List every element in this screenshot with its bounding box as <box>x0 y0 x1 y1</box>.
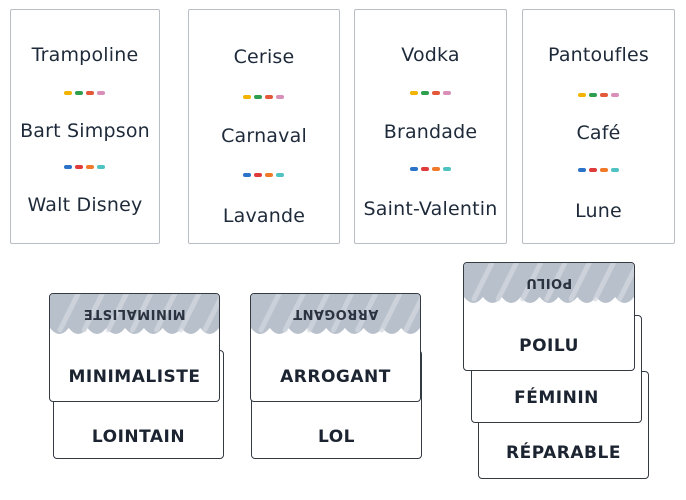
separator-dash <box>409 91 418 95</box>
tile-label: FÉMININ <box>514 388 599 408</box>
separator-dash <box>276 173 284 177</box>
tile-flipped-label: MINIMALISTE <box>83 306 186 321</box>
separator-dash <box>64 91 72 95</box>
tile-label: RÉPARABLE <box>506 443 621 463</box>
card-word: Saint-Valentin <box>363 198 498 220</box>
shade-streak <box>154 294 178 333</box>
tile-shade <box>50 294 219 344</box>
card-word: Brandade <box>383 121 478 143</box>
tile-label: LOL <box>317 427 355 447</box>
color-separator <box>189 94 339 100</box>
tile-label: ARROGANT <box>280 367 391 387</box>
shade-streak <box>379 294 403 333</box>
color-separator <box>523 167 674 173</box>
separator-dash <box>97 91 105 95</box>
separator-dash <box>75 91 83 95</box>
shade-streak <box>471 263 495 302</box>
separator-dash <box>442 167 451 171</box>
shade-streak <box>592 263 616 302</box>
tile-label: MINIMALISTE <box>68 367 201 387</box>
shade-band <box>464 263 634 303</box>
color-separator <box>11 90 159 96</box>
separator-dash <box>64 165 72 169</box>
shade-streak <box>105 294 129 333</box>
separator-dash <box>610 93 619 97</box>
shade-band <box>50 294 219 334</box>
separator-dash <box>243 95 251 99</box>
word-card-3: Vodka Brandade Saint-Valentin <box>354 9 507 244</box>
separator-dash <box>276 95 284 99</box>
shade-streak <box>258 294 282 333</box>
separator-dash <box>431 91 440 95</box>
separator-dash <box>243 173 251 177</box>
shade-streak <box>403 296 420 333</box>
shade-streak <box>568 263 592 302</box>
color-separator <box>355 166 506 172</box>
word-card-2: Cerise Carnaval Lavande <box>188 9 340 244</box>
separator-dash <box>577 168 586 172</box>
separator-dash <box>442 91 451 95</box>
separator-dash <box>599 168 608 172</box>
tile-front: ARROGANT ARROGANT <box>250 293 421 402</box>
shade-band <box>251 294 420 334</box>
separator-dash <box>577 93 586 97</box>
color-separator <box>189 172 339 178</box>
separator-dash <box>265 95 273 99</box>
shade-streak <box>202 296 219 333</box>
shade-streak <box>178 294 202 333</box>
separator-dash <box>599 93 608 97</box>
separator-dash <box>588 93 597 97</box>
shade-streak <box>617 264 634 302</box>
separator-dash <box>97 165 105 169</box>
card-word: Trampoline <box>31 44 139 66</box>
separator-dash <box>265 173 273 177</box>
card-word: Lavande <box>222 205 306 227</box>
separator-dash <box>610 168 619 172</box>
separator-dash <box>588 168 597 172</box>
card-word: Pantoufles <box>548 44 649 66</box>
separator-dash <box>431 167 440 171</box>
tile-flipped-label: ARROGANT <box>292 306 379 321</box>
shade-streak <box>544 263 568 302</box>
shade-streak <box>129 294 153 333</box>
card-word: Vodka <box>401 44 460 66</box>
separator-dash <box>254 95 262 99</box>
shade-streak <box>520 263 544 302</box>
shade-streak <box>57 294 81 333</box>
card-word: Lune <box>575 200 622 222</box>
color-separator <box>11 164 159 170</box>
word-card-1: Trampoline Bart Simpson Walt Disney <box>10 9 160 244</box>
color-separator <box>355 90 506 96</box>
word-card-4: Pantoufles Café Lune <box>522 9 675 244</box>
tile-shade <box>251 294 420 344</box>
shade-streak <box>495 263 519 302</box>
tile-label: POILU <box>519 336 579 356</box>
color-separator <box>523 92 674 98</box>
shade-streak <box>282 294 306 333</box>
separator-dash <box>420 91 429 95</box>
separator-dash <box>409 167 418 171</box>
card-word: Café <box>576 122 621 144</box>
card-word: Bart Simpson <box>20 120 150 142</box>
tile-flipped-label: POILU <box>525 275 573 290</box>
tile-label: LOINTAIN <box>91 427 186 447</box>
separator-dash <box>254 173 262 177</box>
shade-streak <box>81 294 105 333</box>
tile-shade <box>464 263 634 313</box>
card-word: Walt Disney <box>27 194 143 216</box>
separator-dash <box>86 165 94 169</box>
separator-dash <box>86 91 94 95</box>
card-word: Carnaval <box>221 125 307 147</box>
tile-front: POILU POILU <box>463 262 635 371</box>
shade-streak <box>330 294 354 333</box>
shade-streak <box>355 294 379 333</box>
separator-dash <box>420 167 429 171</box>
tile-front: MINIMALISTE MINIMALISTE <box>49 293 220 402</box>
shade-streak <box>306 294 330 333</box>
separator-dash <box>75 165 83 169</box>
card-word: Cerise <box>233 46 295 68</box>
